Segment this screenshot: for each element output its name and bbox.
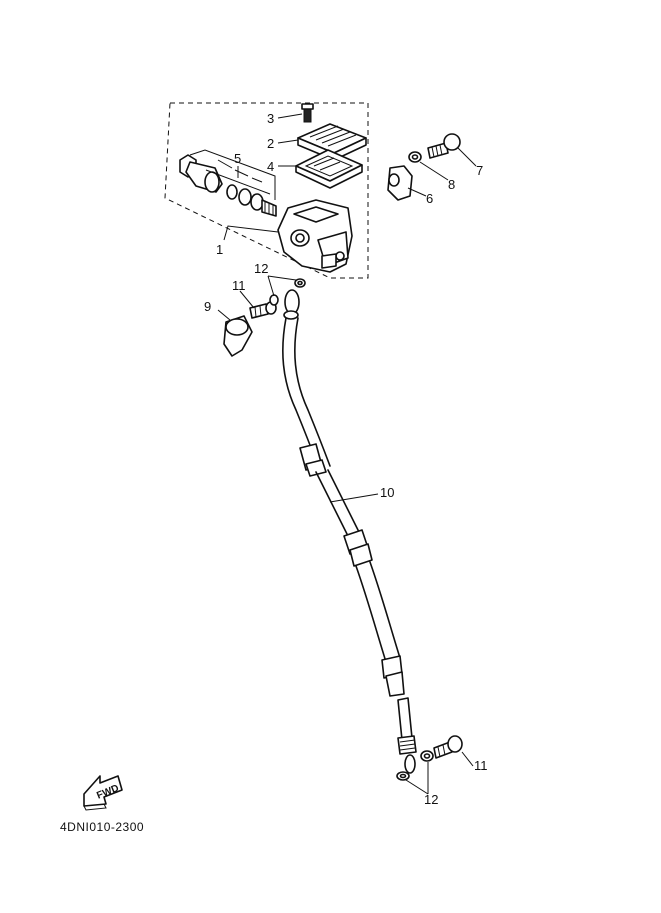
part-4-diaphragm[interactable] xyxy=(295,149,363,189)
part-7-bolt[interactable] xyxy=(427,133,461,159)
part-11-union-bolt-upper[interactable] xyxy=(249,301,277,319)
label-part-10: 10 xyxy=(380,485,394,500)
part-10-brake-hose[interactable] xyxy=(282,289,417,774)
label-part-2: 2 xyxy=(267,136,274,151)
part-12-gasket-upper[interactable] xyxy=(269,278,306,306)
assembly-boundary xyxy=(164,102,369,279)
part-1-master-cylinder[interactable] xyxy=(277,199,353,273)
part-5-piston-kit[interactable] xyxy=(179,149,277,217)
part-3-screw[interactable] xyxy=(301,103,314,123)
fwd-arrow-icon: FWD xyxy=(83,775,123,811)
label-part-8: 8 xyxy=(448,177,455,192)
diagram-code: 4DNI010-2300 xyxy=(60,820,144,834)
label-part-3: 3 xyxy=(267,111,274,126)
leader-lines xyxy=(205,113,477,795)
label-part-11-lower: 11 xyxy=(474,758,488,773)
part-6-bracket[interactable] xyxy=(387,165,413,201)
part-11-union-bolt-lower[interactable] xyxy=(433,735,463,759)
part-8-washer[interactable] xyxy=(408,151,422,163)
part-12-gasket-lower[interactable] xyxy=(396,750,434,781)
label-part-1: 1 xyxy=(216,242,223,257)
label-part-12-upper: 12 xyxy=(254,261,268,276)
part-9-cap[interactable] xyxy=(223,315,253,357)
label-part-12-lower: 12 xyxy=(424,792,438,807)
label-part-7: 7 xyxy=(476,163,483,178)
label-part-4: 4 xyxy=(267,159,274,174)
label-part-6: 6 xyxy=(426,191,433,206)
label-part-9: 9 xyxy=(204,299,211,314)
label-part-5: 5 xyxy=(234,151,241,166)
label-part-11-upper: 11 xyxy=(232,278,246,293)
